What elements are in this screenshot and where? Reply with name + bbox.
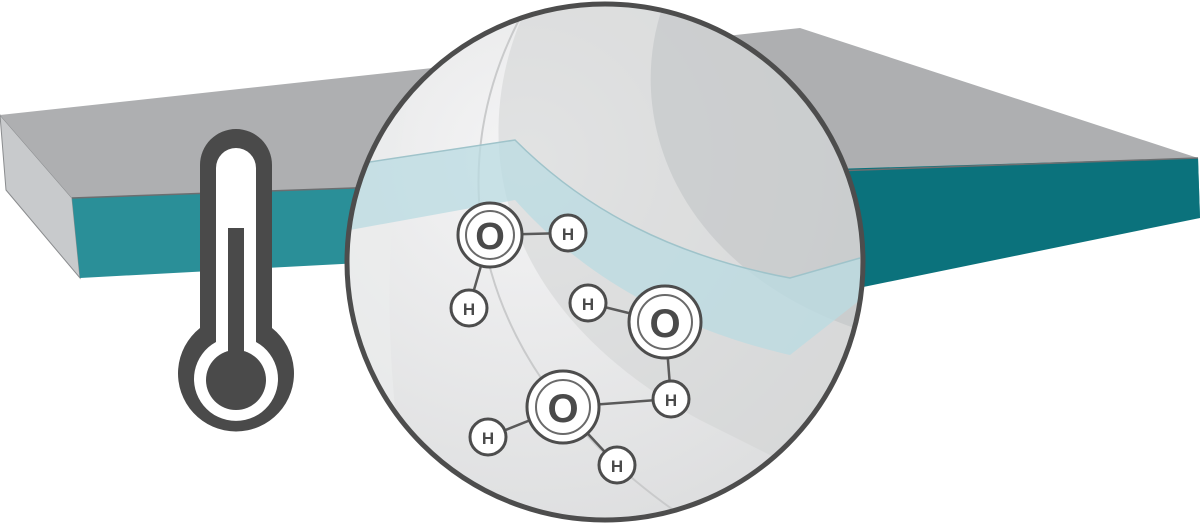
hydrogen-atom: H [651,379,691,419]
hydrogen-atom: H [597,445,637,485]
water-molecule: O H H [449,201,588,328]
hydrogen-atom: H [548,213,588,253]
magnifier-rim [344,1,866,523]
panel-front-edge-shade [800,158,1200,300]
hydrogen-label: H [482,429,494,448]
oxygen-label: O [649,302,680,346]
hydrogen-atom: H [468,417,508,457]
water-molecule: O H H [568,283,703,419]
water-molecules: O H H O H H [449,201,703,485]
hydrogen-atom: H [449,288,489,328]
oxygen-atom: O [525,369,601,445]
hydrogen-label: H [611,457,623,476]
water-molecule: O H H [468,369,637,485]
oxygen-atom: O [456,201,524,269]
magnifier-lens [344,1,866,523]
oxygen-atom: O [627,284,703,360]
hydrogen-label: H [463,300,475,319]
oxygen-label: O [475,216,505,258]
hydrogen-label: H [562,225,574,244]
hydrogen-label: H [582,295,594,314]
oxygen-label: O [547,387,578,431]
hydrogen-atom: H [568,283,608,323]
magnified-water-film [350,140,860,355]
hydrogen-label: H [665,391,677,410]
thermometer-icon [178,129,294,432]
